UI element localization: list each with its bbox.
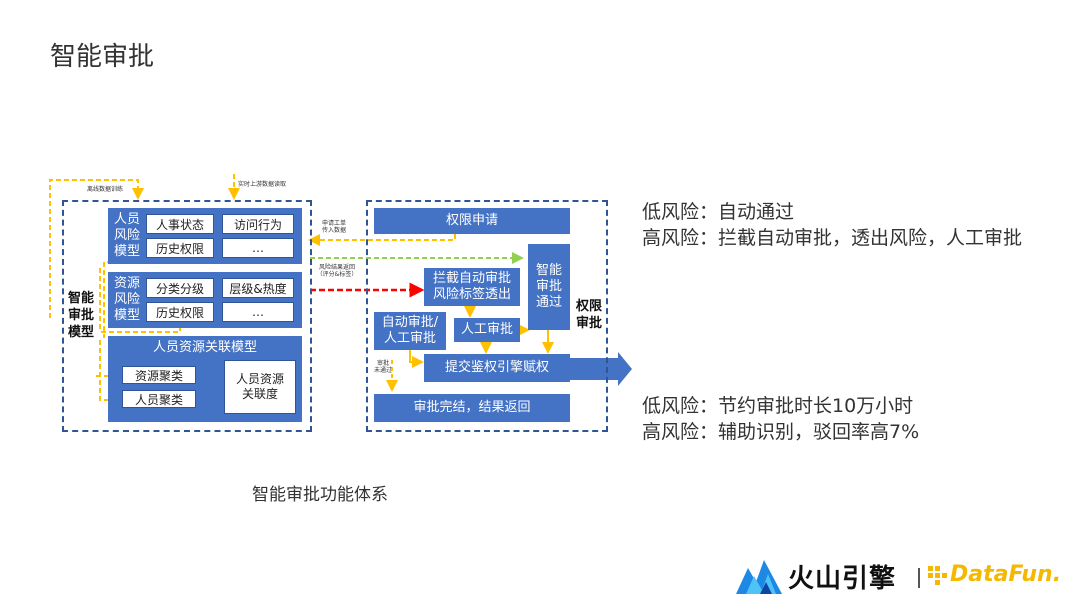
smart-pass-box: 智能 审批 通过 [528, 244, 570, 330]
right-frame [366, 200, 608, 432]
auto-to-submit [409, 350, 424, 368]
cell-hierarchy-heat: 层级&热度 [222, 278, 294, 298]
history-link-2 [100, 326, 181, 333]
person-resource-relevance: 人员资源 关联度 [224, 360, 296, 414]
assoc-model-title: 人员资源关联模型 [152, 340, 257, 355]
cell-history-perm-2: 历史权限 [146, 302, 214, 322]
high-risk-text-1: 高风险：拦截自动审批，透出风险，人工审批 [642, 227, 1023, 249]
volcano-logo-text: 火山引擎 [788, 564, 897, 594]
person-risk-model: 人员 风险 模型 人事状态 访问行为 历史权限 … [108, 208, 302, 264]
cluster-person: 人员聚类 [122, 390, 196, 408]
resource-risk-label: 资源 风险 模型 [113, 276, 140, 323]
smart-model-label: 智能 审批 模型 [67, 291, 94, 340]
logo-divider [918, 568, 920, 588]
left-frame [62, 200, 312, 432]
manual-box: 人工审批 [454, 318, 520, 342]
realtime-note: 实时上游数据读取 [238, 181, 287, 188]
cell-access-behavior: 访问行为 [222, 214, 294, 234]
cell-hr-status: 人事状态 [146, 214, 214, 234]
datafun-logo-text: DataFun. [950, 562, 1062, 587]
cell-history-perm: 历史权限 [146, 238, 214, 258]
high-risk-text-2: 高风险：辅助识别，驳回率高7% [642, 421, 920, 443]
perm-approval-label: 权限 审批 [575, 299, 602, 331]
low-risk-text-2: 低风险：节约审批时长10万小时 [642, 395, 914, 417]
perm-apply-box: 权限申请 [374, 208, 570, 234]
complete-box: 审批完结，结果返回 [374, 394, 570, 422]
datafun-mark-icon [928, 566, 948, 586]
low-risk-text-1: 低风险：自动通过 [642, 201, 795, 223]
cell-classification: 分类分级 [146, 278, 214, 298]
page-title: 智能审批 [50, 42, 155, 72]
cell-ellipsis: … [222, 238, 294, 258]
request-arrow [308, 234, 456, 246]
person-risk-label: 人员 风险 模型 [113, 212, 140, 259]
cell-ellipsis-2: … [222, 302, 294, 322]
submit-box: 提交鉴权引擎赋权 [424, 354, 570, 382]
resource-risk-model: 资源 风险 模型 分类分级 层级&热度 历史权限 … [108, 272, 302, 328]
risk-result-note: 风险结果返回 （评分&标签） [316, 264, 358, 278]
request-note: 申请工单 传入数据 [321, 220, 346, 234]
offline-training-arrow [49, 179, 144, 318]
reject-note: 审批 未通过 [373, 360, 392, 374]
output-arrow [570, 352, 632, 386]
offline-note: 离线数据训练 [86, 186, 123, 193]
auto-manual-box: 自动审批/ 人工审批 [374, 312, 446, 350]
intercept-box: 拦截自动审批 风险标签透出 [424, 268, 520, 306]
cluster-resource: 资源聚类 [122, 366, 196, 384]
diagram-caption: 智能审批功能体系 [252, 485, 388, 505]
volcano-logo-icon [736, 552, 782, 594]
